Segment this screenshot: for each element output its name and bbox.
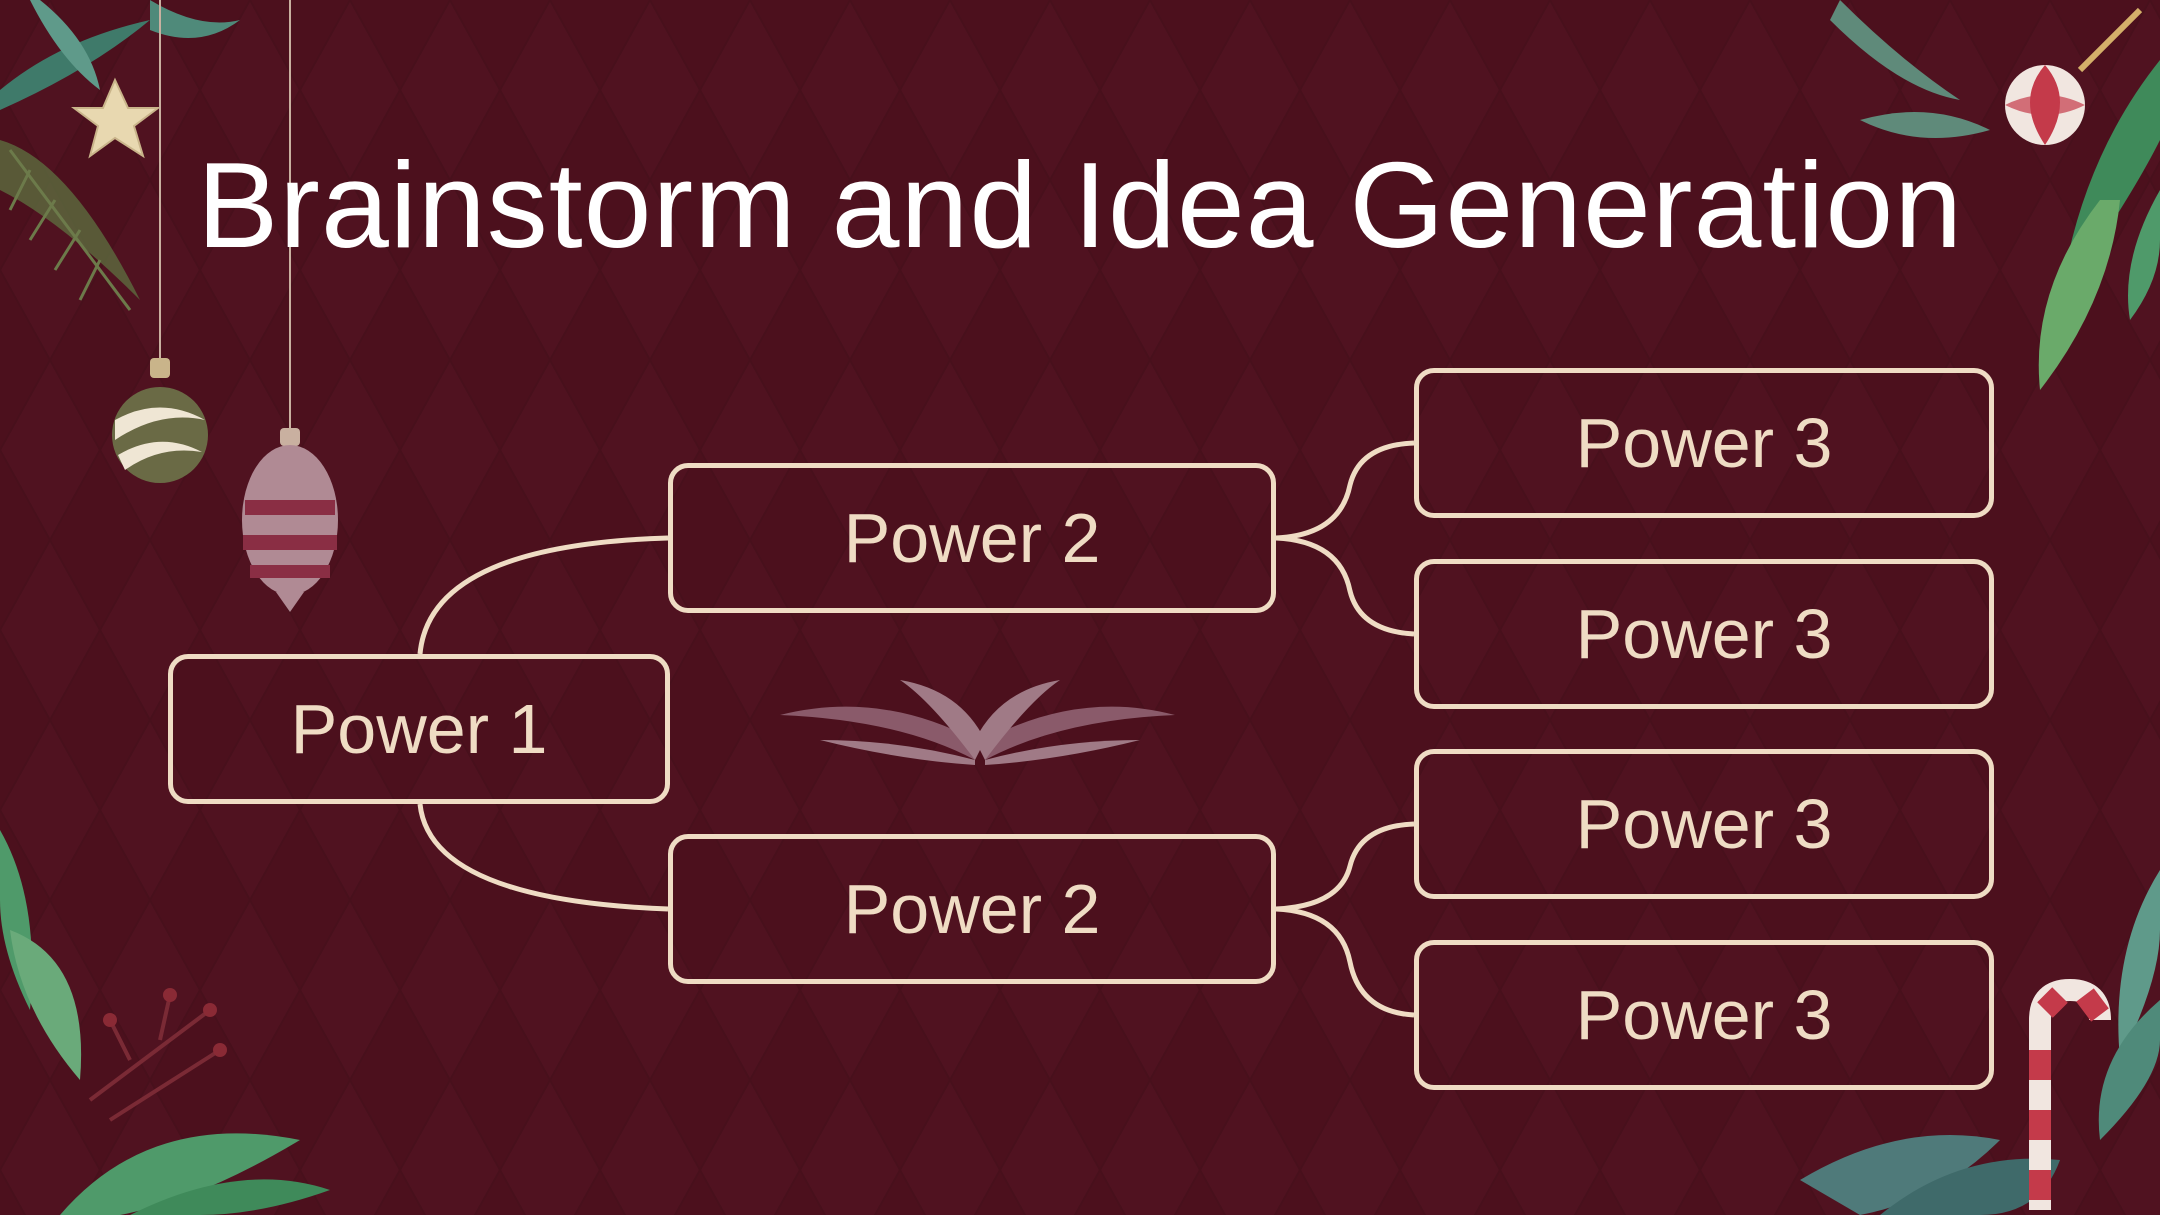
bottom-left-leaves-decoration [0, 830, 330, 1215]
leaf-ornament [780, 680, 1175, 765]
node-power-3-second: Power 3 [1414, 559, 1994, 709]
node-power-3-fourth: Power 3 [1414, 940, 1994, 1090]
bottom-right-decoration [1800, 870, 2160, 1215]
connector-root-to-power2-top [417, 535, 669, 655]
striped-ornament-pink [242, 428, 338, 612]
node-power-2-top: Power 2 [668, 463, 1276, 613]
slide-title: Brainstorm and Idea Generation [196, 137, 1964, 273]
connector-power2-bottom-to-power3-c [1275, 821, 1415, 912]
connector-root-to-power2-bottom [417, 803, 669, 912]
connector-power2-top-to-power3-a [1275, 440, 1415, 541]
top-right-leaves-decoration [1830, 0, 2160, 390]
node-power-1: Power 1 [168, 654, 670, 804]
node-power-3-third: Power 3 [1414, 749, 1994, 899]
node-power-2-bottom: Power 2 [668, 834, 1276, 984]
top-left-leaves-decoration [0, 0, 240, 311]
striped-ornament-green [112, 358, 208, 483]
node-power-3-first: Power 3 [1414, 368, 1994, 518]
connector-power2-bottom-to-power3-d [1275, 906, 1415, 1018]
connector-power2-top-to-power3-b [1275, 535, 1415, 637]
